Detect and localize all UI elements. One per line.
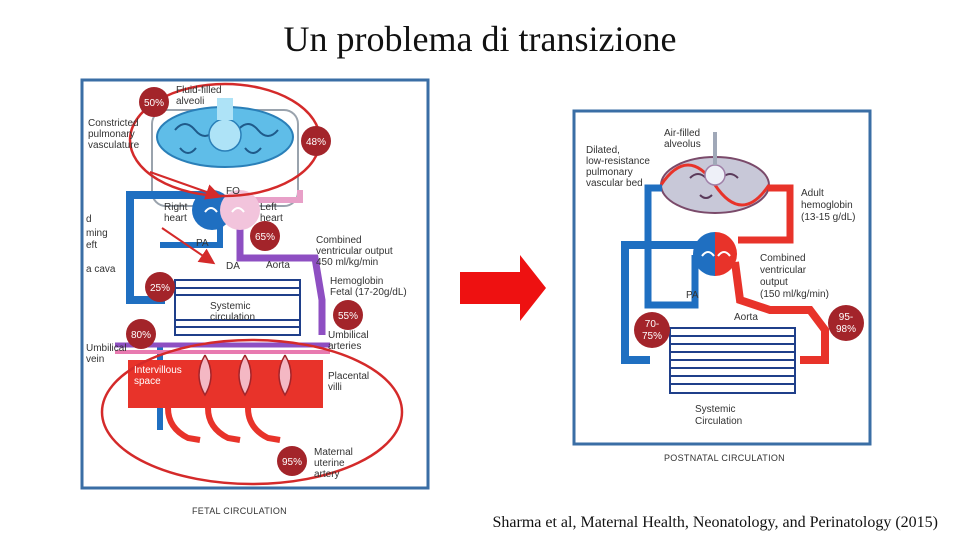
vascular-bed-label: vascular bed — [586, 178, 643, 189]
umbilical-vein-label-1: Umbilical — [86, 343, 127, 354]
aorta-label: Aorta — [266, 260, 290, 271]
postnatal-vena-cava-vessel — [621, 241, 700, 364]
svg-text:48%: 48% — [306, 137, 326, 148]
umbilical-vein-label-2: vein — [86, 354, 104, 365]
fluid-filled-label: Fluid-filled — [176, 85, 222, 96]
fetal-alveolus — [208, 118, 242, 152]
circulation-label: circulation — [210, 312, 255, 323]
fo-annotation-arrow — [149, 171, 222, 200]
badge-70-75: 70- 75% — [634, 312, 670, 348]
pulmonary-label-postnatal: pulmonary — [586, 167, 633, 178]
badge-80: 80% — [126, 319, 156, 349]
placental-villi-label-2: villi — [328, 382, 342, 393]
fo-label: FO — [226, 186, 240, 197]
circulation-label-postnatal: Circulation — [695, 416, 742, 427]
dilated-label: Dilated, — [586, 145, 620, 156]
edge-label-2: ming — [86, 228, 108, 239]
heart-right-label: heart — [164, 213, 187, 224]
svg-text:55%: 55% — [338, 311, 358, 322]
fetal-circulation-panel: 50% 48% 65% 25% 55% 80% 95% Fluid-filled… — [80, 78, 430, 516]
svg-text:65%: 65% — [255, 232, 275, 243]
fetal-right-heart — [192, 190, 232, 230]
combined-label: Combined — [316, 235, 362, 246]
postnatal-pa-vessel — [644, 184, 699, 309]
alveoli-label: alveoli — [176, 96, 204, 107]
badge-95-98: 95- 98% — [828, 305, 864, 341]
citation: Sharma et al, Maternal Health, Neonatolo… — [492, 514, 939, 531]
ventricular-output-label: ventricular output — [316, 246, 393, 257]
badge-95: 95% — [277, 446, 307, 476]
badge-50: 50% — [139, 87, 169, 117]
maternal-label-1: Maternal — [314, 447, 353, 458]
maternal-uterine-artery-vessel — [165, 407, 281, 443]
right-label: Right — [164, 202, 188, 213]
ventricular-label: ventricular — [760, 265, 807, 276]
pa-label-postnatal: PA — [686, 290, 699, 301]
placenta — [128, 354, 323, 443]
aorta-label-postnatal: Aorta — [734, 312, 758, 323]
flow-label-postnatal: (150 ml/kg/min) — [760, 289, 829, 300]
edge-label-3: eft — [86, 240, 97, 251]
umbilical-arteries-label-2: arteries — [328, 341, 361, 352]
placental-villi-label-1: Placental — [328, 371, 369, 382]
flow-label: 450 ml/kg/min — [316, 257, 378, 268]
intervillous-label-2: space — [134, 376, 161, 387]
fetal-systemic-circulation — [174, 279, 301, 336]
air-filled-label: Air-filled — [664, 128, 700, 139]
pa-label: PA — [196, 238, 209, 249]
fetal-vena-cava-vessel — [126, 191, 210, 304]
badge-55: 55% — [333, 300, 363, 330]
fetal-hb-label: Fetal (17-20g/dL) — [330, 287, 407, 298]
pulmonary-label: pulmonary — [88, 129, 135, 140]
postnatal-systemic-circulation — [669, 327, 796, 394]
maternal-label-3: artery — [314, 469, 340, 480]
slide-title: Un problema di transizione — [283, 19, 677, 59]
umbilical-arteries-label-1: Umbilical — [328, 330, 369, 341]
maternal-label-2: uterine — [314, 458, 345, 469]
edge-label-4: a cava — [86, 264, 116, 275]
badge-65: 65% — [250, 221, 280, 251]
svg-text:70-: 70- — [645, 319, 659, 330]
svg-text:25%: 25% — [150, 283, 170, 294]
edge-label-1: d — [86, 214, 92, 225]
placenta-annotation-ellipse — [100, 338, 404, 486]
postnatal-alveolus — [704, 164, 726, 186]
da-annotation-arrow — [161, 227, 216, 265]
postnatal-left-heart — [715, 232, 737, 276]
vasculature-label: vasculature — [88, 140, 140, 151]
output-label: output — [760, 277, 788, 288]
left-label: Left — [260, 202, 277, 213]
alveolus-label: alveolus — [664, 139, 701, 150]
hemoglobin-label-postnatal: hemoglobin — [801, 200, 853, 211]
badge-48: 48% — [301, 126, 331, 156]
postnatal-aorta-vessel — [731, 261, 829, 364]
low-resistance-label: low-resistance — [586, 156, 650, 167]
da-label: DA — [226, 261, 240, 272]
postnatal-pulmonary-vein-vessel — [738, 184, 794, 244]
postnatal-circulation-panel: 70- 75% 95- 98% Air-filled alveolus Dila… — [572, 109, 872, 463]
adult-label: Adult — [801, 188, 824, 199]
fetal-left-heart — [220, 190, 260, 230]
svg-text:50%: 50% — [144, 98, 164, 109]
constricted-label: Constricted — [88, 118, 139, 129]
postnatal-caption: POSTNATAL CIRCULATION — [664, 453, 785, 463]
heart-left-label: heart — [260, 213, 283, 224]
hemoglobin-label: Hemoglobin — [330, 276, 383, 287]
svg-text:80%: 80% — [131, 330, 151, 341]
svg-text:75%: 75% — [642, 331, 662, 342]
fetal-caption: FETAL CIRCULATION — [192, 506, 287, 516]
badge-25: 25% — [145, 272, 175, 302]
combined-label-postnatal: Combined — [760, 253, 806, 264]
intervillous-label-1: Intervillous — [134, 365, 182, 376]
systemic-label: Systemic — [210, 301, 251, 312]
adult-hb-label: (13-15 g/dL) — [801, 212, 855, 223]
svg-text:95-: 95- — [839, 312, 853, 323]
fetal-aorta-vessel — [236, 225, 326, 335]
svg-text:98%: 98% — [836, 324, 856, 335]
placental-villi — [198, 354, 292, 397]
svg-text:95%: 95% — [282, 457, 302, 468]
systemic-label-postnatal: Systemic — [695, 404, 736, 415]
transition-arrow-icon — [460, 255, 546, 321]
